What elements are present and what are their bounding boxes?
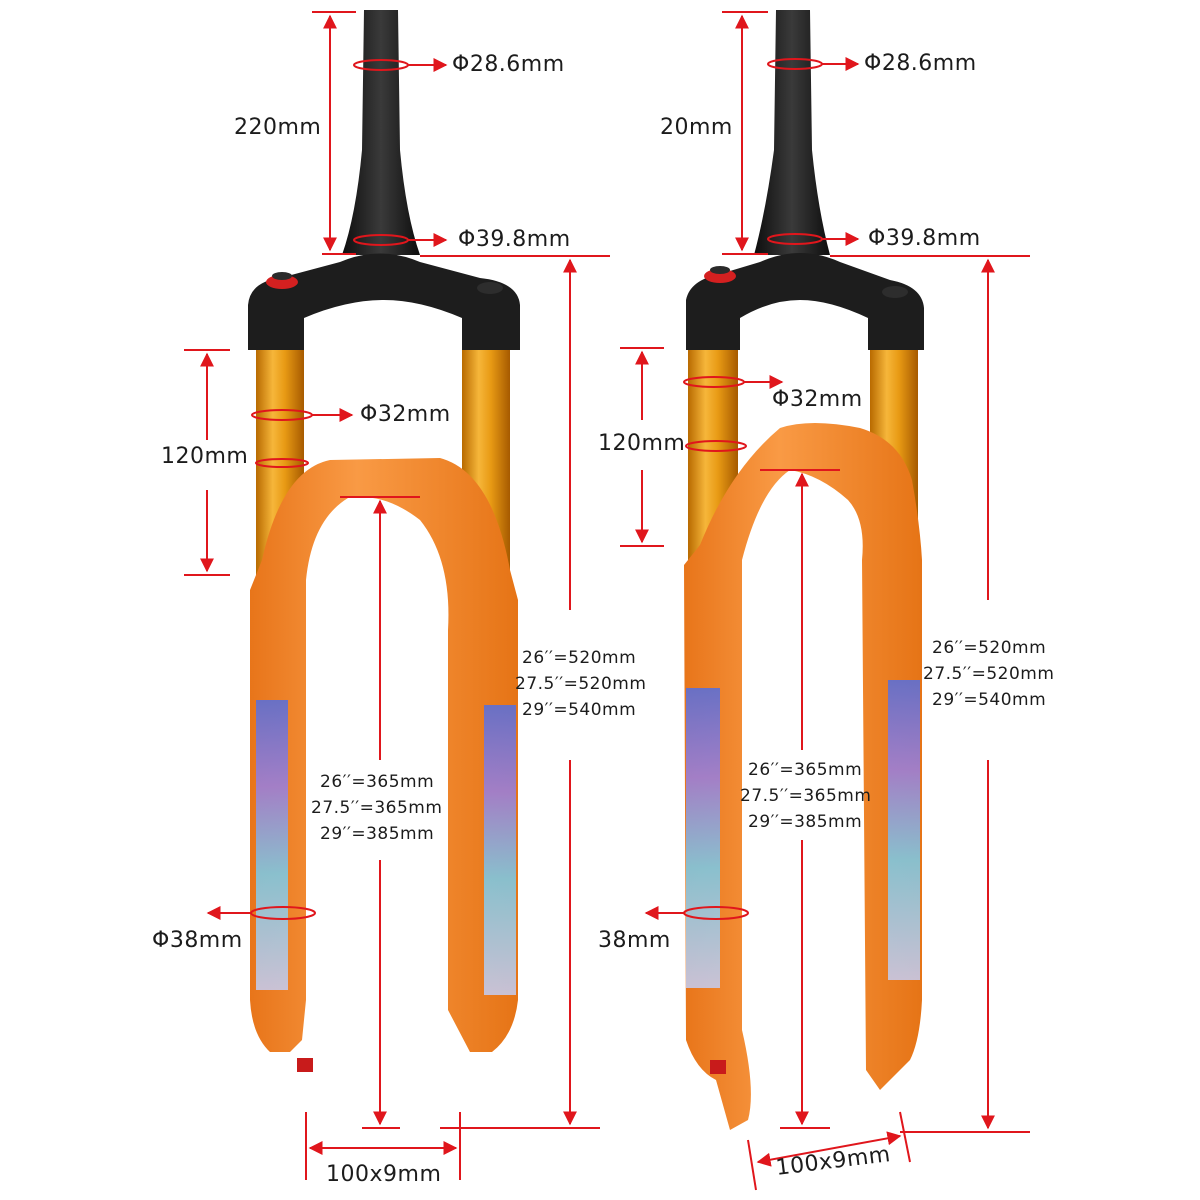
right-inner-length-26: 26′′=365mm <box>748 760 863 780</box>
left-steerer-length-label: 220mm <box>234 115 322 140</box>
right-lower-legs <box>684 423 922 1130</box>
left-stanchion-diameter-label: Φ32mm <box>360 402 451 427</box>
right-inner-length-29: 29′′=385mm <box>748 812 863 832</box>
left-fork <box>248 10 520 1072</box>
right-fork <box>684 10 924 1130</box>
left-axle-spacing-label: 100x9mm <box>326 1162 442 1187</box>
left-travel-label: 120mm <box>161 444 249 469</box>
left-inner-length-26: 26′′=365mm <box>320 772 435 792</box>
left-lower-diameter-label: Φ38mm <box>152 928 243 953</box>
left-inner-length-29: 29′′=385mm <box>320 824 435 844</box>
left-lower-legs <box>250 458 518 1052</box>
right-steerer-length-label: 20mm <box>660 115 733 140</box>
right-logo <box>686 688 720 988</box>
right-steerer-tube <box>754 10 830 255</box>
right-steerer-bottom-diameter-label: Φ39.8mm <box>868 226 981 251</box>
right-lower-diameter-label: 38mm <box>598 928 671 953</box>
right-overall-length-26: 26′′=520mm <box>932 638 1047 658</box>
left-inner-length-27-5: 27.5′′=365mm <box>311 798 443 818</box>
left-crown <box>248 253 520 350</box>
dimension-lines <box>184 11 1030 1191</box>
left-steerer-top-diameter-label: Φ28.6mm <box>452 52 565 77</box>
right-crown <box>686 253 924 350</box>
right-travel-label: 120mm <box>598 431 686 456</box>
left-steerer-tube <box>342 10 420 255</box>
right-stanchion-diameter-label: Φ32mm <box>772 387 863 412</box>
left-overall-length-29: 29′′=540mm <box>522 700 637 720</box>
left-steerer-bottom-diameter-label: Φ39.8mm <box>458 227 571 252</box>
left-overall-length-26: 26′′=520mm <box>522 648 637 668</box>
left-overall-length-27-5: 27.5′′=520mm <box>515 674 647 694</box>
left-logo <box>256 700 288 990</box>
right-overall-length-29: 29′′=540mm <box>932 690 1047 710</box>
right-overall-length-27-5: 27.5′′=520mm <box>923 664 1055 684</box>
right-inner-length-27-5: 27.5′′=365mm <box>740 786 872 806</box>
right-steerer-top-diameter-label: Φ28.6mm <box>864 51 977 76</box>
